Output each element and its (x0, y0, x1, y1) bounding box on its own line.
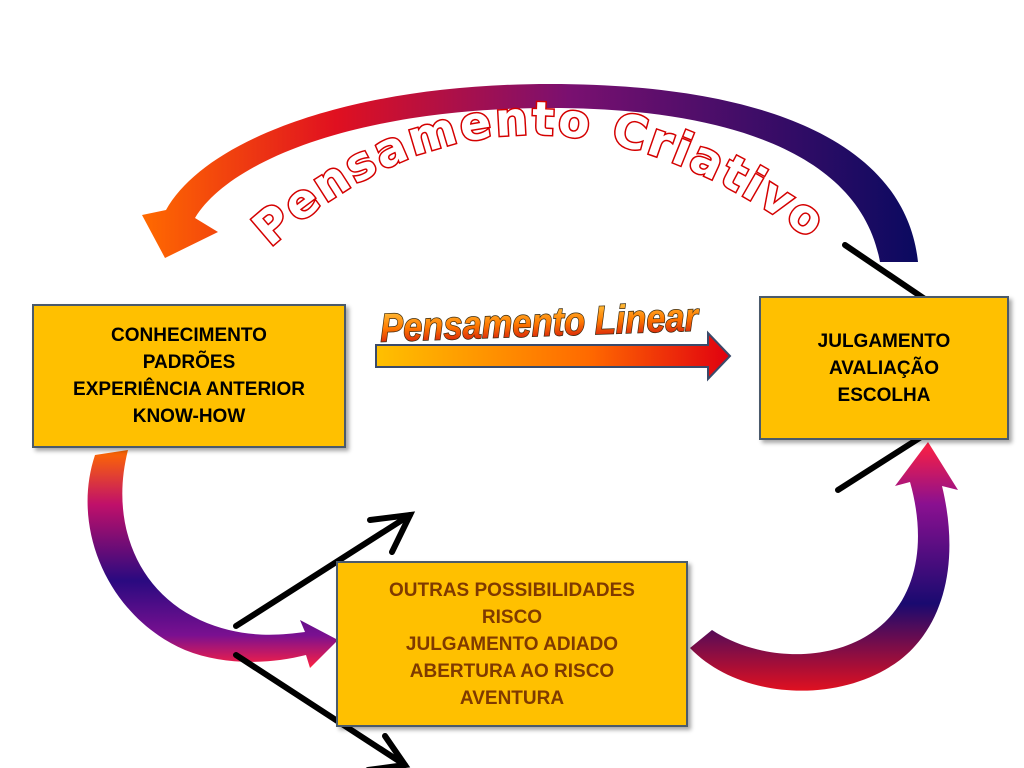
box-line: ESCOLHA (837, 385, 931, 406)
box-line: PADRÕES (142, 352, 236, 373)
knowledge-box: CONHECIMENTO PADRÕES EXPERIÊNCIA ANTERIO… (32, 304, 346, 448)
box-line: CONHECIMENTO (111, 325, 267, 346)
creative-cycle-arrow-left (87, 450, 339, 668)
box-line: EXPERIÊNCIA ANTERIOR (73, 379, 305, 400)
box-line: AVALIAÇÃO (828, 358, 940, 379)
linear-thinking-arrow (375, 330, 732, 382)
box-line: RISCO (481, 606, 543, 628)
box-line: JULGAMENTO ADIADO (405, 633, 619, 655)
box-line: OUTRAS POSSIBILIDADES (389, 579, 635, 601)
linear-thinking-title: Pensamento Linear (379, 295, 700, 350)
arrow-up-from-bottom-left (233, 511, 416, 629)
box-line: JULGAMENTO (817, 331, 951, 352)
arrow-down-from-bottom-left (233, 652, 411, 768)
judgment-box: JULGAMENTO AVALIAÇÃO ESCOLHA (759, 296, 1009, 440)
box-line: AVENTURA (459, 687, 565, 709)
box-line: ABERTURA AO RISCO (409, 660, 615, 682)
box-line: KNOW-HOW (132, 406, 246, 427)
creative-cycle-arrow-right (690, 442, 958, 691)
creative-cycle-arrow-top (142, 84, 918, 262)
possibilities-box: OUTRAS POSSIBILIDADES RISCO JULGAMENTO A… (336, 561, 688, 727)
